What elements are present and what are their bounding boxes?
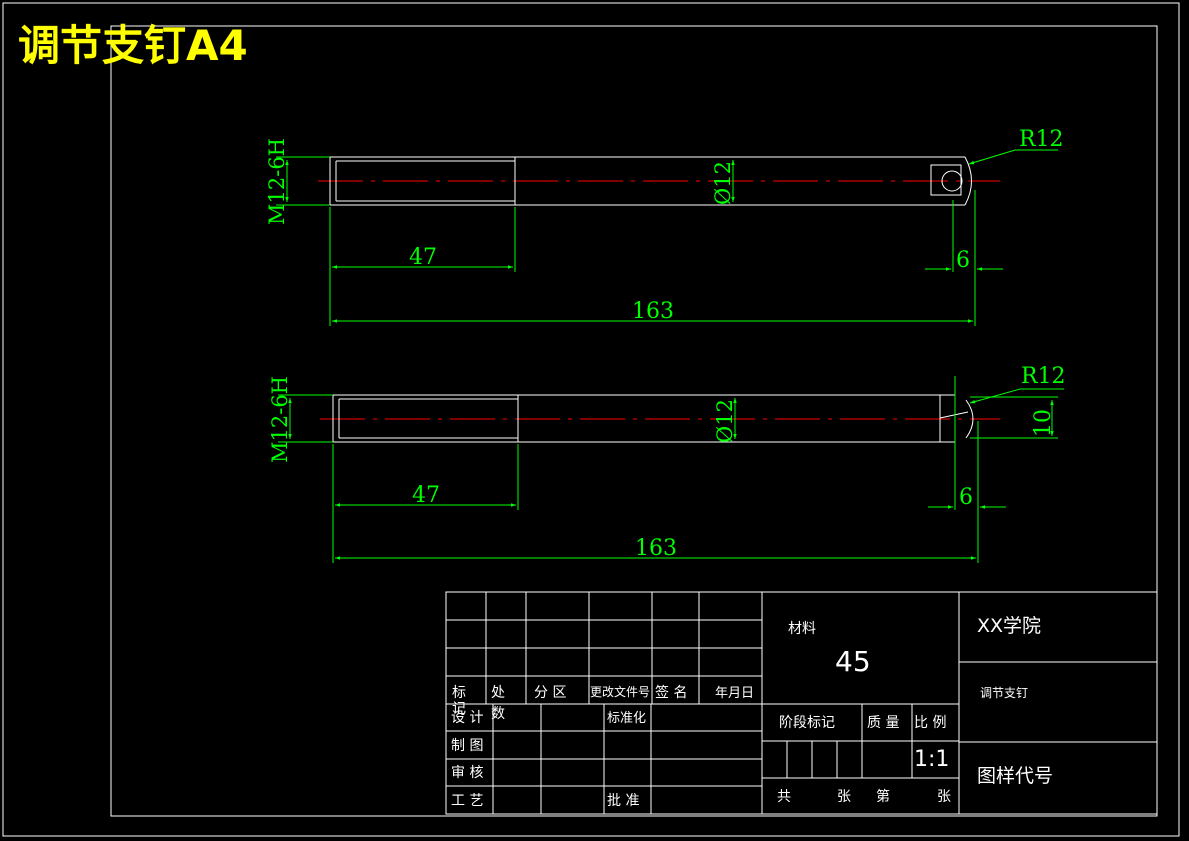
sheets-unit-label: 张 <box>837 789 851 805</box>
row-review: 审 核 <box>451 765 483 781</box>
row-process: 工 艺 <box>451 793 483 809</box>
row-approve: 批 准 <box>607 793 639 809</box>
material-value: 45 <box>835 645 871 678</box>
bottom-diameter-label: Ø12 <box>713 399 737 443</box>
institution-name: XX学院 <box>977 615 1041 637</box>
sheets-total-label: 共 <box>777 789 791 805</box>
hdr-record: 记 <box>452 701 466 717</box>
part-name: 调节支钉 <box>980 686 1028 700</box>
stage-mark-label: 阶段标记 <box>779 715 835 731</box>
top-view: M12-6H Ø12 47 163 6 R12 <box>265 127 1064 326</box>
hdr-zone: 分 区 <box>534 685 566 701</box>
hdr-signature: 签 名 <box>655 684 687 701</box>
drawing-code-label: 图样代号 <box>977 765 1053 787</box>
material-label: 材料 <box>788 621 816 637</box>
top-total-length-label: 163 <box>632 299 674 324</box>
bottom-end-width-label: 6 <box>959 485 973 510</box>
scale-label: 比 例 <box>914 715 946 731</box>
sheet-title: 调节支钉A4 <box>18 21 248 70</box>
top-radius-label: R12 <box>1019 127 1064 152</box>
hdr-mark: 标 <box>452 685 466 701</box>
bottom-height-label: 10 <box>1031 409 1056 437</box>
bottom-thread-length-label: 47 <box>412 483 440 508</box>
row-draw: 制 图 <box>451 738 483 754</box>
top-thread-length-label: 47 <box>409 245 437 270</box>
top-diameter-label: Ø12 <box>711 161 735 205</box>
hdr-change-doc: 更改文件号 <box>590 684 650 699</box>
top-end-width-label: 6 <box>956 248 970 273</box>
row-standardize: 标准化 <box>607 711 646 726</box>
row-design: 设 计 <box>451 710 483 726</box>
title-block-text: 标 记 处 数 分 区 更改文件号 签 名 年月日 设 计 标准化 制 图 审 … <box>451 615 1053 809</box>
top-thread-label: M12-6H <box>265 138 289 225</box>
bottom-view: M12-6H Ø12 47 163 6 R12 10 <box>268 364 1066 563</box>
title-block <box>445 591 1158 815</box>
hdr-date: 年月日 <box>715 686 754 701</box>
hdr-count: 数 <box>491 706 505 722</box>
bottom-radius-label: R12 <box>1021 364 1066 389</box>
bottom-total-length-label: 163 <box>635 536 677 561</box>
inner-frame <box>110 25 1158 817</box>
sheet-no-label: 第 <box>876 788 890 805</box>
sheet-unit2-label: 张 <box>937 789 951 805</box>
mass-label: 质 量 <box>867 715 899 731</box>
scale-value: 1:1 <box>914 747 949 772</box>
bottom-thread-label: M12-6H <box>268 376 292 463</box>
hdr-place: 处 <box>491 685 505 701</box>
